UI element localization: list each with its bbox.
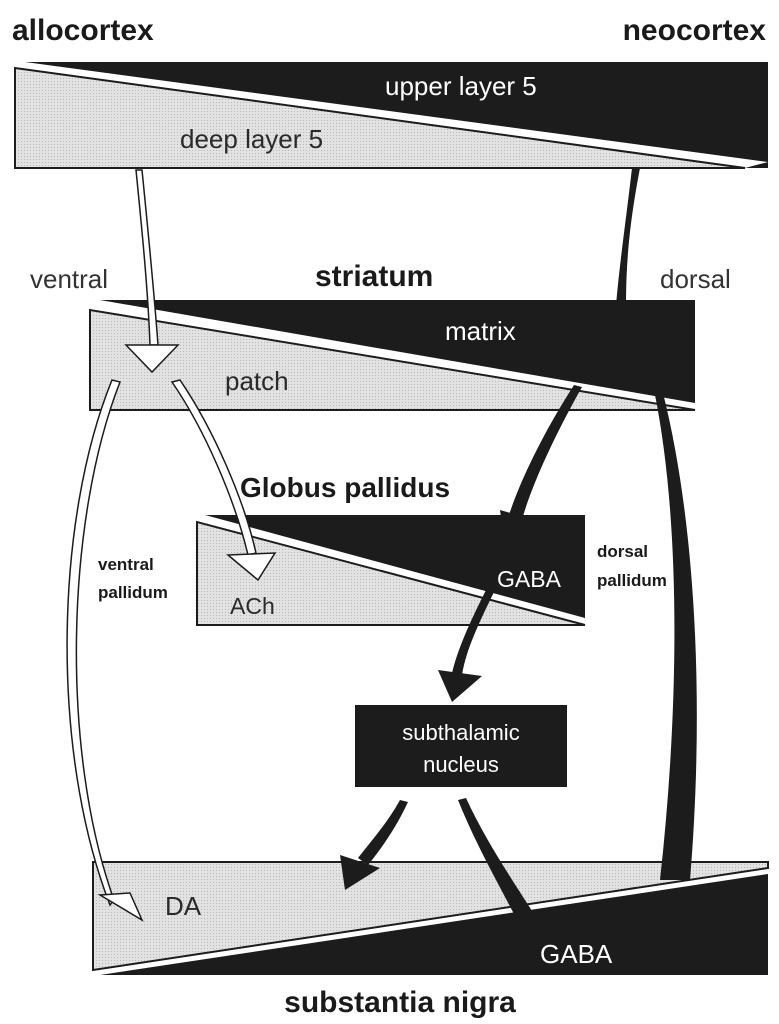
- dorsal-pallidum-label-1: dorsal: [597, 542, 648, 561]
- arrow-striatum-to-nigra: [655, 393, 697, 880]
- subthalamic-nucleus-block: subthalamic nucleus: [355, 705, 567, 787]
- deep-layer-5-label: deep layer 5: [180, 124, 323, 154]
- white-arrows: [66, 169, 277, 922]
- striatum-block: ventral striatum dorsal matrix patch: [30, 260, 731, 411]
- cortex-deep-layer-wedge: [14, 66, 746, 169]
- cortex-upper-layer-wedge: [25, 62, 768, 162]
- nigra-da-wedge: [92, 861, 769, 972]
- arrowhead-icon: [438, 670, 482, 702]
- striatum-patch-wedge: [89, 308, 696, 411]
- gaba-nigra-label: GABA: [540, 939, 613, 969]
- dorsal-pallidum-label-2: pallidum: [597, 571, 667, 590]
- arrow-patch-to-nigra: [66, 379, 122, 907]
- ventral-pallidum-label-1: ventral: [98, 555, 154, 574]
- arrow-patch-to-ach: [170, 379, 257, 556]
- gaba-pallidus-label: GABA: [497, 566, 562, 592]
- arrow-matrix-to-pallidus: [508, 385, 582, 520]
- da-label: DA: [165, 891, 202, 921]
- nigra-gaba-wedge: [100, 874, 768, 975]
- black-arrows: [340, 168, 697, 945]
- patch-label: patch: [225, 366, 289, 396]
- upper-layer-5-label: upper layer 5: [385, 71, 537, 101]
- arrow-stn-to-nigra-left: [358, 800, 408, 865]
- striatum-matrix-wedge: [100, 300, 695, 403]
- arrowhead-icon: [97, 892, 144, 922]
- striatum-title: striatum: [315, 260, 433, 293]
- arrow-stn-to-nigra-right: [458, 798, 550, 945]
- allocortex-title: allocortex: [12, 14, 154, 47]
- arrowhead-icon: [226, 552, 277, 582]
- stn-label-2: nucleus: [423, 752, 499, 777]
- arrowhead-icon: [340, 855, 380, 890]
- arrowhead-icon: [124, 344, 180, 374]
- ventral-label: ventral: [30, 264, 108, 294]
- matrix-label: matrix: [445, 316, 516, 346]
- arrowhead-icon: [500, 510, 535, 548]
- globus-pallidus-block: Globus pallidus ventral pallidum dorsal …: [98, 472, 667, 626]
- arrow-pallidus-to-stn: [452, 590, 494, 675]
- neocortex-title: neocortex: [623, 14, 767, 47]
- stn-label-1: subthalamic: [402, 720, 519, 745]
- substantia-nigra-title: substantia nigra: [284, 986, 516, 1019]
- ach-label: ACh: [230, 593, 275, 619]
- ventral-pallidum-label-2: pallidum: [98, 583, 168, 602]
- substantia-nigra-block: DA GABA substantia nigra: [92, 861, 769, 1019]
- arrow-neocortex-to-striatum: [616, 168, 640, 305]
- cortex-block: allocortex neocortex upper layer 5 deep …: [12, 14, 768, 169]
- globus-pallidus-title: Globus pallidus: [240, 472, 450, 503]
- dorsal-label: dorsal: [660, 264, 731, 294]
